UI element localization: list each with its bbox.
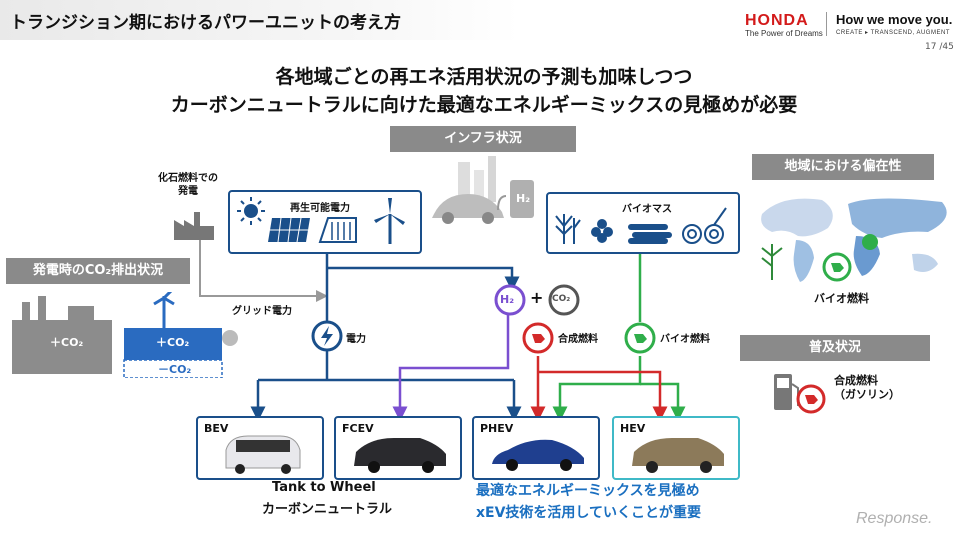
co2-power-tag: 発電時のCO₂排出状況 <box>6 258 190 284</box>
h2-station-label: H₂ <box>516 192 531 205</box>
co2-plus-renew: ＋CO₂ <box>156 336 190 349</box>
world-map <box>761 198 947 282</box>
mix-line-2: xEV技術を活用していくことが重要 <box>476 505 702 521</box>
grid-label: グリッド電力 <box>232 306 292 317</box>
honda-logo: HONDA <box>745 12 809 29</box>
h2-icon <box>494 284 526 316</box>
bev-car-image <box>225 435 301 474</box>
ttw-line-1: Tank to Wheel <box>272 480 376 495</box>
synthetic-gas-label: 合成燃料 （ガソリン） <box>834 374 900 401</box>
biofuel-label: バイオ燃料 <box>660 334 710 345</box>
biomass-icons <box>555 207 727 244</box>
hydro-dam-icon <box>318 217 357 243</box>
ttw-line-2: カーボンニュートラル <box>262 502 393 517</box>
infra-status-tag: インフラ状況 <box>390 126 576 152</box>
electricity-icon <box>311 320 343 352</box>
phev-car-image <box>492 439 584 471</box>
page-number: 17 /45 <box>925 42 954 52</box>
slogan: How we move you. <box>836 12 953 27</box>
biofuel-map-label: バイオ燃料 <box>814 292 869 305</box>
mix-line-1: 最適なエネルギーミックスを見極め <box>476 483 700 499</box>
infra-illustration <box>432 156 534 224</box>
slogan-sub: CREATE ▸ TRANSCEND, AUGMENT <box>836 30 950 36</box>
h2-label: H₂ <box>500 293 515 306</box>
slide-title: トランジション期におけるパワーユニットの考え方 <box>10 13 401 33</box>
vehicle-bev-label: BEV <box>204 422 229 435</box>
header-divider <box>826 12 827 36</box>
vehicle-bev: BEV <box>196 416 324 480</box>
vehicle-phev-label: PHEV <box>480 422 514 435</box>
synthetic-fuel-label: 合成燃料 <box>558 334 598 345</box>
fcev-car-image <box>354 438 446 473</box>
co2-power-illustration <box>12 292 238 378</box>
factory-icon <box>174 212 214 240</box>
popularity-tag: 普及状況 <box>740 335 930 361</box>
biofuel-nozzle-icon-map <box>822 252 852 282</box>
vehicle-hev: HEV <box>612 416 740 480</box>
biofuel-icon <box>624 322 656 354</box>
wind-turbine-icon <box>374 198 405 244</box>
co2-label: CO₂ <box>552 294 571 304</box>
co2-minus: －CO₂ <box>158 363 192 376</box>
vehicle-phev: PHEV <box>472 416 600 480</box>
vehicle-hev-label: HEV <box>620 422 646 435</box>
fossil-label: 化石燃料での 発電 <box>158 173 218 197</box>
hev-car-image <box>632 438 724 473</box>
electricity-label: 電力 <box>346 334 366 345</box>
headline-line-2: カーボンニュートラルに向けた最適なエネルギーミックスの見極めが必要 <box>170 94 798 116</box>
plus-sign: + <box>530 288 544 307</box>
co2-plus-fossil: ＋CO₂ <box>50 336 84 349</box>
solar-panel-icon <box>268 217 310 243</box>
renewable-label: 再生可能電力 <box>290 203 350 214</box>
synthetic-fuel-icon <box>522 322 554 354</box>
regional-tag: 地域における偏在性 <box>752 154 934 180</box>
co2-icon <box>548 284 580 316</box>
brand-tagline: The Power of Dreams <box>745 29 823 38</box>
vehicle-fcev: FCEV <box>334 416 462 480</box>
title-bar <box>0 0 520 40</box>
sun-icon <box>237 197 265 225</box>
watermark: Response. <box>856 510 933 527</box>
headline-line-1: 各地域ごとの再エネ活用状況の予測も加味しつつ <box>275 66 693 88</box>
biomass-label: バイオマス <box>622 204 672 215</box>
vehicle-fcev-label: FCEV <box>342 422 374 435</box>
synthetic-nozzle-icon-popularity <box>796 384 826 414</box>
